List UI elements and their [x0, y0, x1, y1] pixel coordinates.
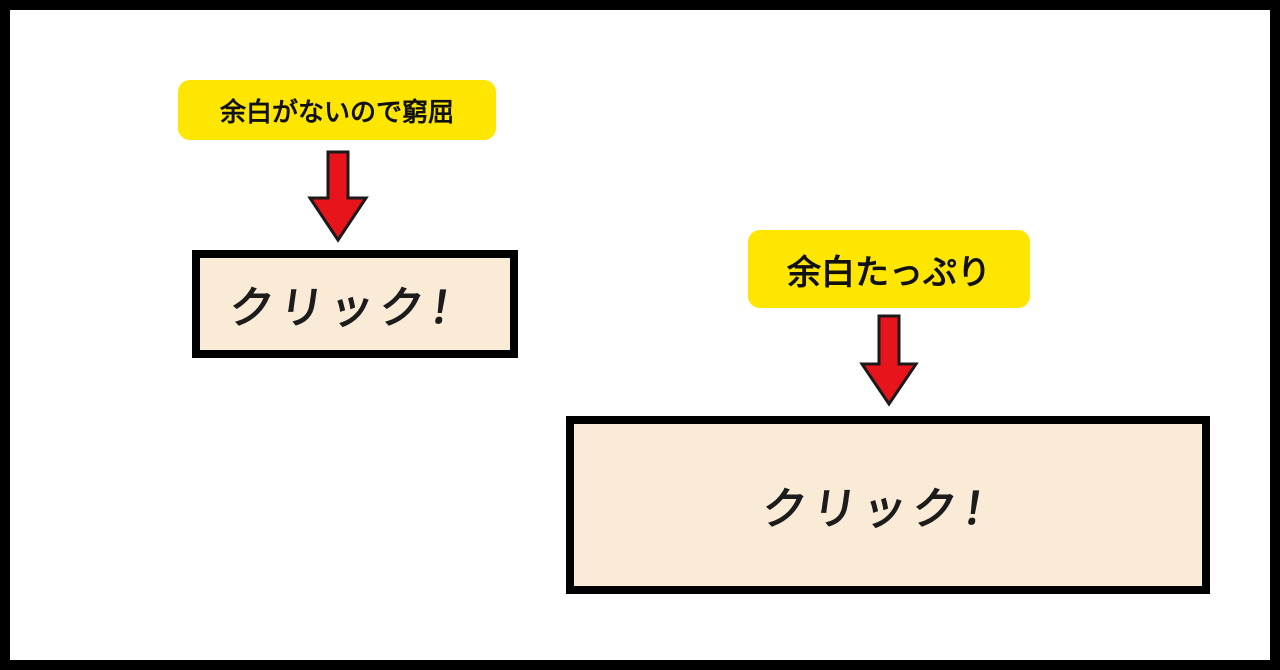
tight-example-button-label: クリック！ [225, 283, 483, 334]
roomy-example-button-label: クリック！ [758, 484, 1016, 535]
roomy-padding-label: 余白たっぷり [748, 230, 1030, 308]
down-arrow-icon [859, 314, 919, 407]
down-arrow-icon [307, 150, 369, 243]
tight-padding-label: 余白がないので窮屈 [178, 80, 496, 140]
tight-padding-label-text: 余白がないので窮屈 [219, 97, 454, 128]
roomy-example-button[interactable]: クリック！ [566, 416, 1210, 594]
roomy-padding-label-text: 余白たっぷり [787, 252, 991, 293]
tight-example-button[interactable]: クリック！ [192, 250, 518, 358]
